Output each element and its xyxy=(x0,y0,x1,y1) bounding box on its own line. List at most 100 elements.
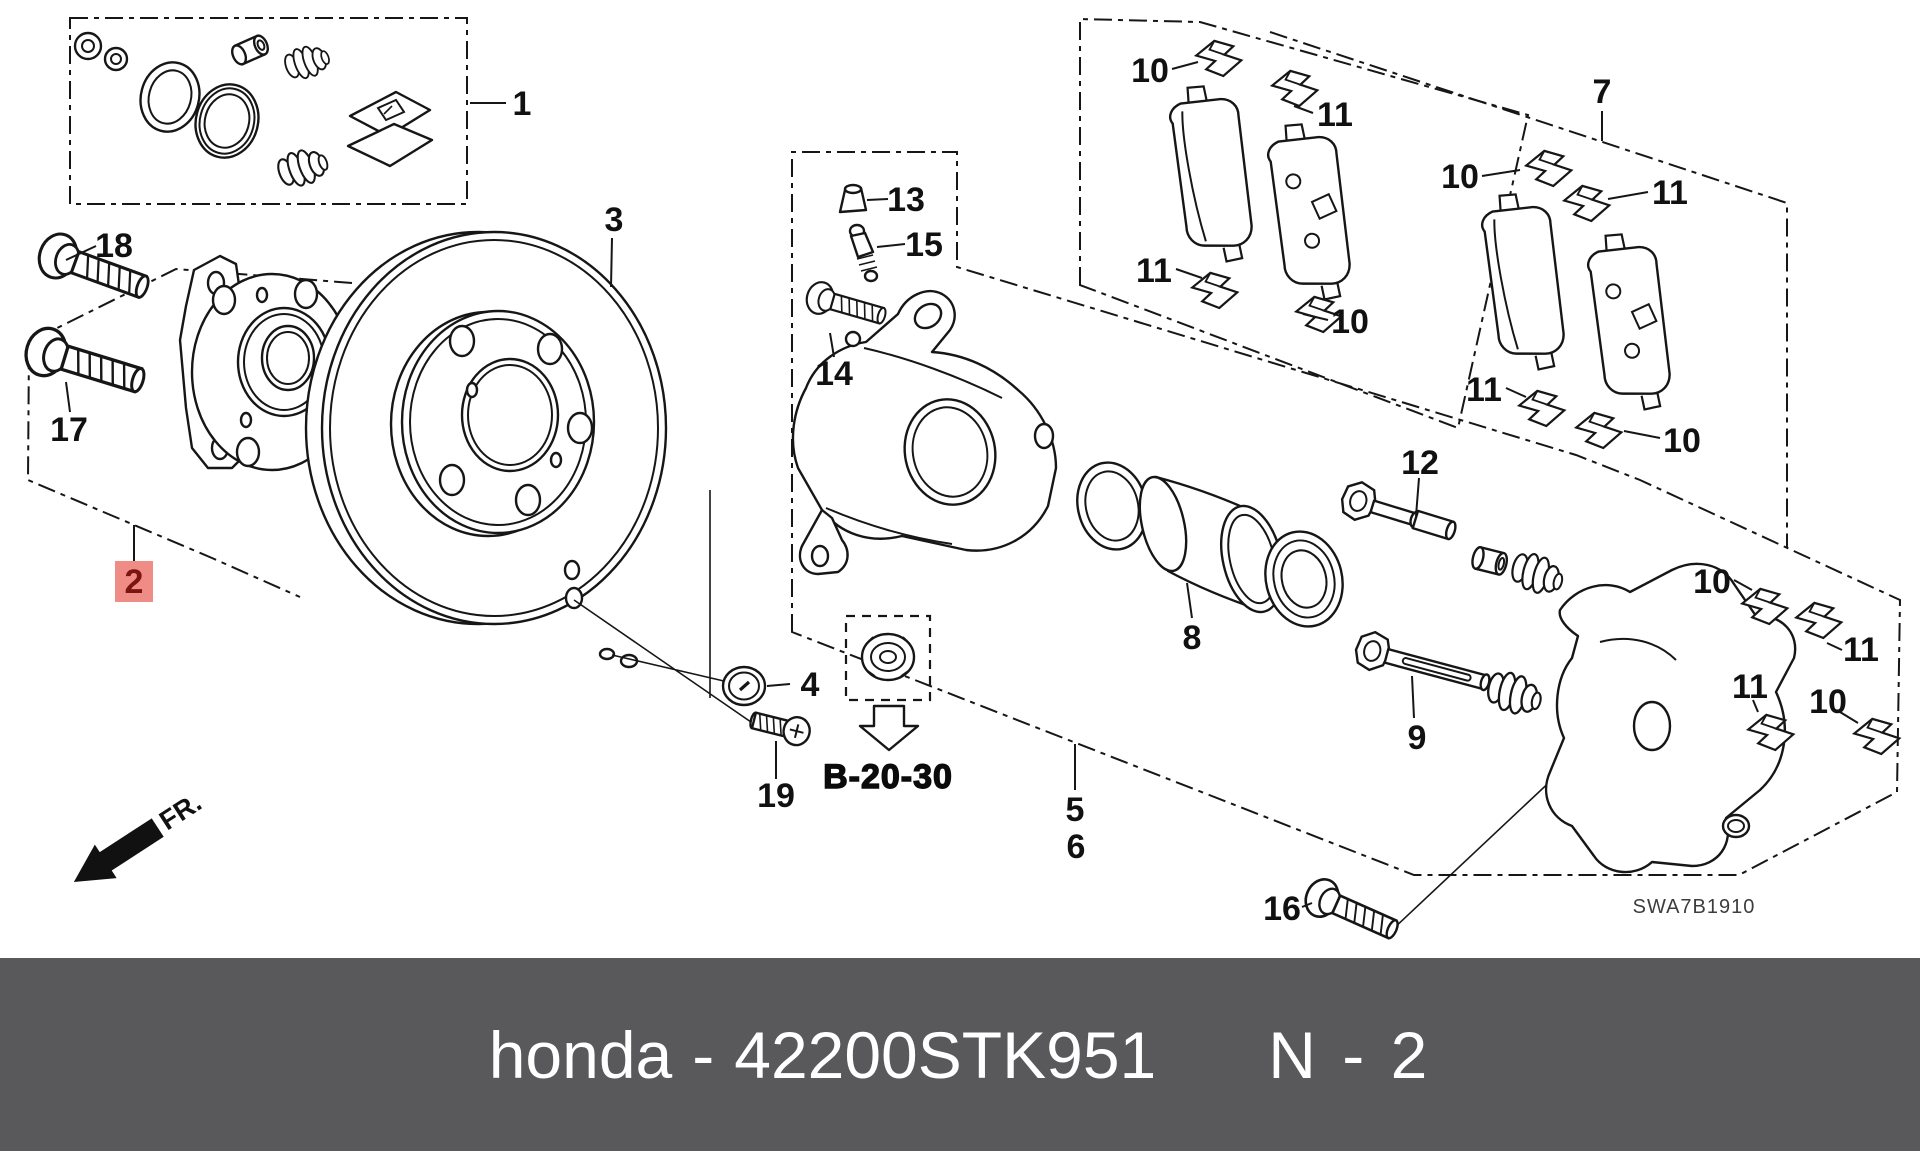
callout-leader-line xyxy=(1175,268,1203,279)
fr-label: FR. xyxy=(154,787,207,836)
separator: - xyxy=(692,1017,715,1092)
callout-leader-line xyxy=(766,683,791,687)
guide-pin-9-drawing xyxy=(1350,627,1491,692)
part-callout-10: 10 xyxy=(1809,683,1859,724)
part-callout-2: 2 xyxy=(115,525,153,602)
callout-leader-line xyxy=(1733,579,1753,591)
part-number-label[interactable]: 11 xyxy=(1466,371,1502,409)
group-outline-inner-pads xyxy=(1079,17,1530,430)
part-callout-10: 10 xyxy=(1131,52,1199,90)
part-number-label[interactable]: 6 xyxy=(1067,828,1086,866)
callout-leader-line xyxy=(1505,387,1527,398)
part-number-label[interactable]: 14 xyxy=(815,355,853,393)
part-callout-3: 3 xyxy=(605,201,624,288)
part-number-label[interactable]: 9 xyxy=(1408,719,1427,757)
bracket-bolt-16-drawing xyxy=(1298,872,1406,950)
part-callout-15: 15 xyxy=(876,226,943,264)
hub-bolt-18-drawing xyxy=(31,227,157,311)
part-callout-8: 8 xyxy=(1183,582,1202,657)
part-number-label[interactable]: 2 xyxy=(125,563,144,601)
part-number: 42200STK951 xyxy=(734,1017,1157,1092)
part-number-label[interactable]: 3 xyxy=(605,201,624,239)
part-number-label[interactable]: 11 xyxy=(1136,252,1172,290)
callout-leader-line xyxy=(1826,642,1843,651)
part-number-label[interactable]: 4 xyxy=(801,666,820,704)
bleeder-screw-drawing xyxy=(848,223,879,283)
part-callout-11: 11 xyxy=(1826,631,1879,669)
part-callout-7: 7 xyxy=(1593,73,1612,141)
callout-leader-line xyxy=(1607,191,1649,200)
part-callout-11: 11 xyxy=(1466,371,1527,409)
part-number-label[interactable]: 11 xyxy=(1843,631,1879,669)
part-callout-12: 12 xyxy=(1401,444,1439,517)
part-callout-16: 16 xyxy=(1263,890,1313,928)
part-number-label[interactable]: 18 xyxy=(95,227,133,265)
exploded-diagram-canvas: B-20-30 xyxy=(18,17,1903,950)
callout-leader-line xyxy=(1186,582,1193,619)
part-callout-10: 10 xyxy=(1302,303,1369,341)
callout-leader-line xyxy=(1301,902,1313,908)
part-number-label[interactable]: 12 xyxy=(1401,444,1439,482)
direction-arrow: FR. xyxy=(73,787,207,883)
fr-arrow-icon xyxy=(73,818,164,883)
part-callout-4: 4 xyxy=(766,666,820,704)
seal-kit-parts-drawing xyxy=(73,31,434,194)
callout-leader-line xyxy=(65,245,97,261)
part-callout-6: 6 xyxy=(1067,828,1086,866)
pin-boot-upper-drawing xyxy=(1507,548,1568,600)
part-number-label[interactable]: 17 xyxy=(50,411,88,449)
part-number-label[interactable]: 10 xyxy=(1441,158,1479,196)
part-callout-13: 13 xyxy=(866,181,925,219)
part-callout-11: 11 xyxy=(1732,668,1768,713)
part-number-label[interactable]: 1 xyxy=(513,85,532,123)
part-number-label[interactable]: 11 xyxy=(1652,174,1688,212)
part-callout-10: 10 xyxy=(1441,158,1521,196)
disc-feature-leader-lines xyxy=(573,490,765,732)
caliper-bracket-drawing xyxy=(1391,562,1797,931)
callout-leader-line xyxy=(876,243,906,248)
callout-leader-line xyxy=(1481,169,1521,177)
callout-leader-line xyxy=(1752,699,1759,713)
brand-name: honda xyxy=(488,1017,673,1092)
part-callout-19: 19 xyxy=(757,741,795,815)
caliper-piston-drawing xyxy=(1138,475,1284,614)
part-number-label[interactable]: 11 xyxy=(1732,668,1768,706)
part-number-label[interactable]: 11 xyxy=(1317,96,1353,134)
part-callout-11: 11 xyxy=(1607,174,1688,212)
pin-bushing-drawing xyxy=(1471,546,1509,576)
highlighted-callout-background xyxy=(115,561,153,602)
part-number-label[interactable]: 10 xyxy=(1331,303,1369,341)
part-number-label[interactable]: 19 xyxy=(757,777,795,815)
part-number-label[interactable]: 5 xyxy=(1066,791,1085,829)
part-number-label[interactable]: 7 xyxy=(1593,73,1612,111)
part-callout-1: 1 xyxy=(470,85,531,123)
part-callout-11: 11 xyxy=(1136,252,1203,290)
part-callout-10: 10 xyxy=(1693,563,1753,601)
banjo-bolt-drawing xyxy=(801,277,891,334)
callout-leader-line xyxy=(829,332,835,358)
part-number-label[interactable]: 8 xyxy=(1183,619,1202,657)
callout-leader-line xyxy=(866,198,889,201)
detail-ref-box xyxy=(844,614,932,702)
callout-leader-line xyxy=(1411,675,1415,719)
part-number-label[interactable]: 15 xyxy=(905,226,943,264)
catalog-reference: honda - 42200STK951 xyxy=(489,1017,1157,1093)
part-number-label[interactable]: 16 xyxy=(1263,890,1301,928)
part-number-label[interactable]: 10 xyxy=(1131,52,1169,90)
page-code: N - 2 xyxy=(1268,1017,1432,1092)
callout-leader-line xyxy=(65,381,71,413)
part-number-label[interactable]: 10 xyxy=(1693,563,1731,601)
part-callout-14: 14 xyxy=(815,332,853,393)
part-callout-11: 11 xyxy=(1293,96,1353,134)
part-number-label[interactable]: 10 xyxy=(1809,683,1847,721)
inner-pad-set-drawing xyxy=(1156,36,1368,337)
detail-ref-label[interactable]: B-20-30 xyxy=(822,757,953,796)
callout-leader-line xyxy=(610,237,613,288)
group-outline-caliper-assembly xyxy=(791,151,1902,876)
pin-boot-lower-drawing xyxy=(1483,667,1547,720)
part-number-label[interactable]: 10 xyxy=(1663,422,1701,460)
detail-ref-arrow-icon xyxy=(858,704,920,752)
part-number-label[interactable]: 13 xyxy=(887,181,925,219)
callout-layer: 1234567891010101010101111111111111213141… xyxy=(50,52,1879,928)
